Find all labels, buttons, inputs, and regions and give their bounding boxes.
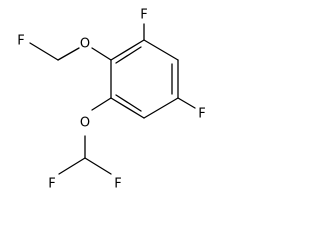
bond-chf2-f-left <box>58 157 86 175</box>
bond-c3-f-right <box>177 97 196 109</box>
atom-o-lower: O <box>80 116 90 131</box>
atom-f-top: F <box>140 8 147 23</box>
atom-f-right: F <box>198 107 205 122</box>
atom-labels: F O F F O F F <box>17 8 205 192</box>
ring-bond-c4-c5 <box>110 97 145 119</box>
ring-bond-c4-c5-inner <box>115 94 142 112</box>
atom-f-bottom-right: F <box>114 177 121 192</box>
bond-o-upper-ch2 <box>57 47 80 61</box>
ring-bond-c6-c1 <box>110 39 145 61</box>
chemical-structure-diagram: F O F F O F F <box>17 8 205 192</box>
ring-bond-c1-c2 <box>143 39 179 61</box>
atom-f-fluoromethyl: F <box>17 34 24 49</box>
bond-c6-o-upper <box>91 47 112 61</box>
ring-bond-c3-c4 <box>143 97 179 119</box>
bonds <box>29 23 196 175</box>
atom-f-bottom-left: F <box>48 177 55 192</box>
bond-chf2-f-right <box>84 157 112 175</box>
ring-bond-c6-c1-inner <box>115 46 142 64</box>
atom-o-upper: O <box>80 37 90 52</box>
bond-c5-o-lower <box>91 97 112 111</box>
bond-ch2-f <box>29 42 59 61</box>
